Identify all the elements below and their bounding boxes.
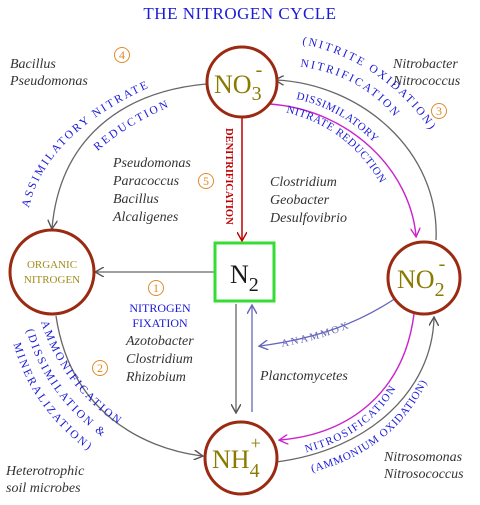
organism-label: Bacillus (113, 192, 159, 207)
nitrification-number: 3 (436, 104, 442, 118)
ammonium-base: NH (212, 445, 250, 474)
organic-nitrogen-line1: ORGANIC (27, 259, 77, 271)
nitrogen-fixation-number: 1 (153, 281, 159, 295)
nitrogen-fixation-line1: NITROGEN (129, 301, 191, 315)
arrow-nitrite-to-ammonium (280, 313, 415, 440)
svg-text:NITRIFICATION: NITRIFICATION (300, 58, 403, 121)
arrow-nitrification (276, 80, 437, 241)
nitrosification-line1: NITROSIFICATION (304, 383, 398, 456)
assimilatory-number: 4 (119, 48, 125, 62)
arrow-anammox (260, 297, 397, 346)
nitrite-base: NO (397, 265, 435, 294)
node-ammonium: NH4 + (203, 420, 279, 496)
svg-text:N2: N2 (230, 260, 259, 296)
organism-label: Alcaligenes (112, 210, 179, 225)
organisms-ammonifiers: Heterotrophic soil microbes (5, 464, 85, 496)
organism-label: Clostridium (270, 175, 337, 190)
dinitrogen-sub: 2 (249, 274, 259, 296)
organism-label: Rhizobium (125, 370, 186, 385)
nitrate-sub: 3 (252, 83, 262, 105)
organism-label: soil microbes (6, 481, 81, 496)
svg-text:ASSIMILATORY NITRATE: ASSIMILATORY NITRATE (20, 79, 152, 209)
organisms-ammonia-oxidizers: Nitrosomonas Nitrosococcus (383, 450, 464, 482)
organism-label: Desulfovibrio (269, 211, 347, 226)
nitrate-sup: - (256, 59, 263, 81)
nitrate-base: NO (214, 70, 252, 99)
organism-label: Paracoccus (112, 174, 180, 189)
organisms-nitrite-oxidizers: Nitrobacter Nitrococcus (392, 57, 461, 89)
arrow-nitrosification (275, 318, 434, 463)
organism-label: Nitrosomonas (383, 450, 463, 465)
svg-text:NO2-: NO2 - (397, 253, 445, 301)
organism-label: Nitrosococcus (383, 467, 464, 482)
organisms-anammox: Planctomycetes (259, 369, 348, 384)
nitrite-sup: - (439, 253, 446, 275)
diagram-title: THE NITROGEN CYCLE (143, 4, 336, 23)
nitrite-sub: 2 (435, 279, 445, 301)
anammox-label: ANAMMOX (280, 320, 350, 350)
organism-label: Pseudomonas (112, 156, 191, 171)
organic-nitrogen-line2: NITROGEN (24, 274, 80, 286)
arrow-assimilatory (52, 83, 207, 228)
organism-label: Bacillus (10, 57, 56, 72)
arrow-dissimilatory (269, 103, 416, 236)
node-organic-nitrogen: ORGANIC NITROGEN (8, 228, 96, 316)
svg-text:NO3-: NO3- (214, 59, 262, 105)
organism-label: Planctomycetes (259, 369, 348, 384)
organisms-fixers: Azotobacter Clostridium Rhizobium (125, 334, 194, 385)
organisms-assimilatory: Bacillus Pseudomonas (9, 57, 88, 89)
organisms-dissimilatory: Clostridium Geobacter Desulfovibrio (269, 175, 347, 226)
organism-label: Heterotrophic (5, 464, 85, 479)
nitrification-line2: NITRIFICATION (300, 58, 401, 121)
node-nitrate: NO3- (205, 45, 279, 119)
node-nitrite: NO2 - (386, 240, 462, 316)
node-dinitrogen: N2 (213, 241, 276, 303)
organism-label: Nitrococcus (392, 74, 461, 89)
organism-label: Pseudomonas (9, 74, 88, 89)
svg-text:NH4+: NH4 + (212, 433, 261, 482)
organism-label: Geobacter (270, 193, 330, 208)
organism-label: Nitrobacter (392, 57, 458, 72)
dinitrogen-base: N (230, 260, 249, 289)
organism-label: Azotobacter (125, 334, 194, 349)
svg-text:NITROSIFICATION: NITROSIFICATION (304, 383, 400, 456)
organisms-denitrifiers: Pseudomonas Paracoccus Bacillus Alcalige… (112, 156, 191, 225)
svg-text:ANAMMOX: ANAMMOX (280, 320, 352, 350)
arrow-ammonification (55, 315, 202, 456)
nitrogen-fixation-line2: FIXATION (132, 316, 188, 330)
assimilatory-line1: ASSIMILATORY NITRATE (20, 79, 149, 209)
denitrification-number: 5 (203, 174, 209, 188)
ammonium-sub: 4 (250, 460, 260, 482)
ammonification-number: 2 (97, 361, 103, 375)
denitrification-label: DENITRIFICATION (223, 128, 234, 225)
ammonium-sup: + (251, 433, 261, 453)
organism-label: Clostridium (126, 352, 193, 367)
